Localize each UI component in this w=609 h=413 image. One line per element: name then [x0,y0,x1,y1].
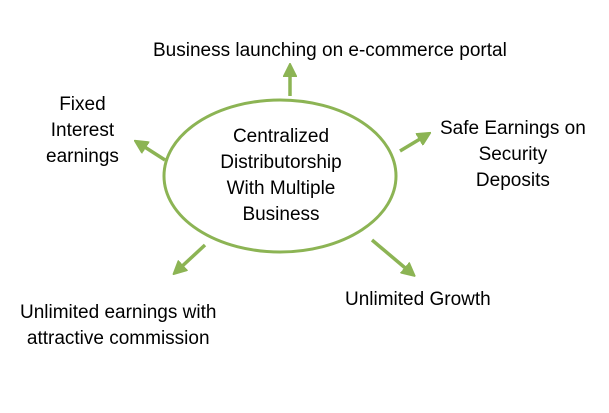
arrow-bottom-right [370,238,410,272]
node-left-label: Fixed Interest earnings [46,92,119,170]
node-bottom-left-line-1: Unlimited earnings with [20,302,217,323]
center-label: Centralized Distributorship With Multipl… [166,124,396,228]
node-left-line-3: earnings [46,146,119,167]
arrow-bottom-left [178,243,207,270]
center-label-line-3: With Multiple [226,178,336,199]
center-label-line-4: Business [242,204,320,225]
node-right-label: Safe Earnings on Security Deposits [440,116,586,194]
center-label-line-1: Centralized [232,126,330,147]
center-ellipse [162,98,398,254]
node-left-line-1: Fixed [59,94,106,115]
node-top-label: Business launching on e-commerce portal [153,40,507,61]
arrow-right [399,136,425,153]
node-right-line-2: Security [478,144,548,165]
node-right-line-3: Deposits [475,170,550,191]
arrow-left [140,144,166,162]
center-label-line-2: Distributorship [220,152,342,173]
node-bottom-left-line-2: attractive commission [26,328,210,349]
node-right-line-1: Safe Earnings on [440,118,586,139]
node-bottom-left-label: Unlimited earnings with attractive commi… [20,300,216,352]
node-bottom-right-label: Unlimited Growth [345,289,491,310]
node-left-line-2: Interest [50,120,115,141]
